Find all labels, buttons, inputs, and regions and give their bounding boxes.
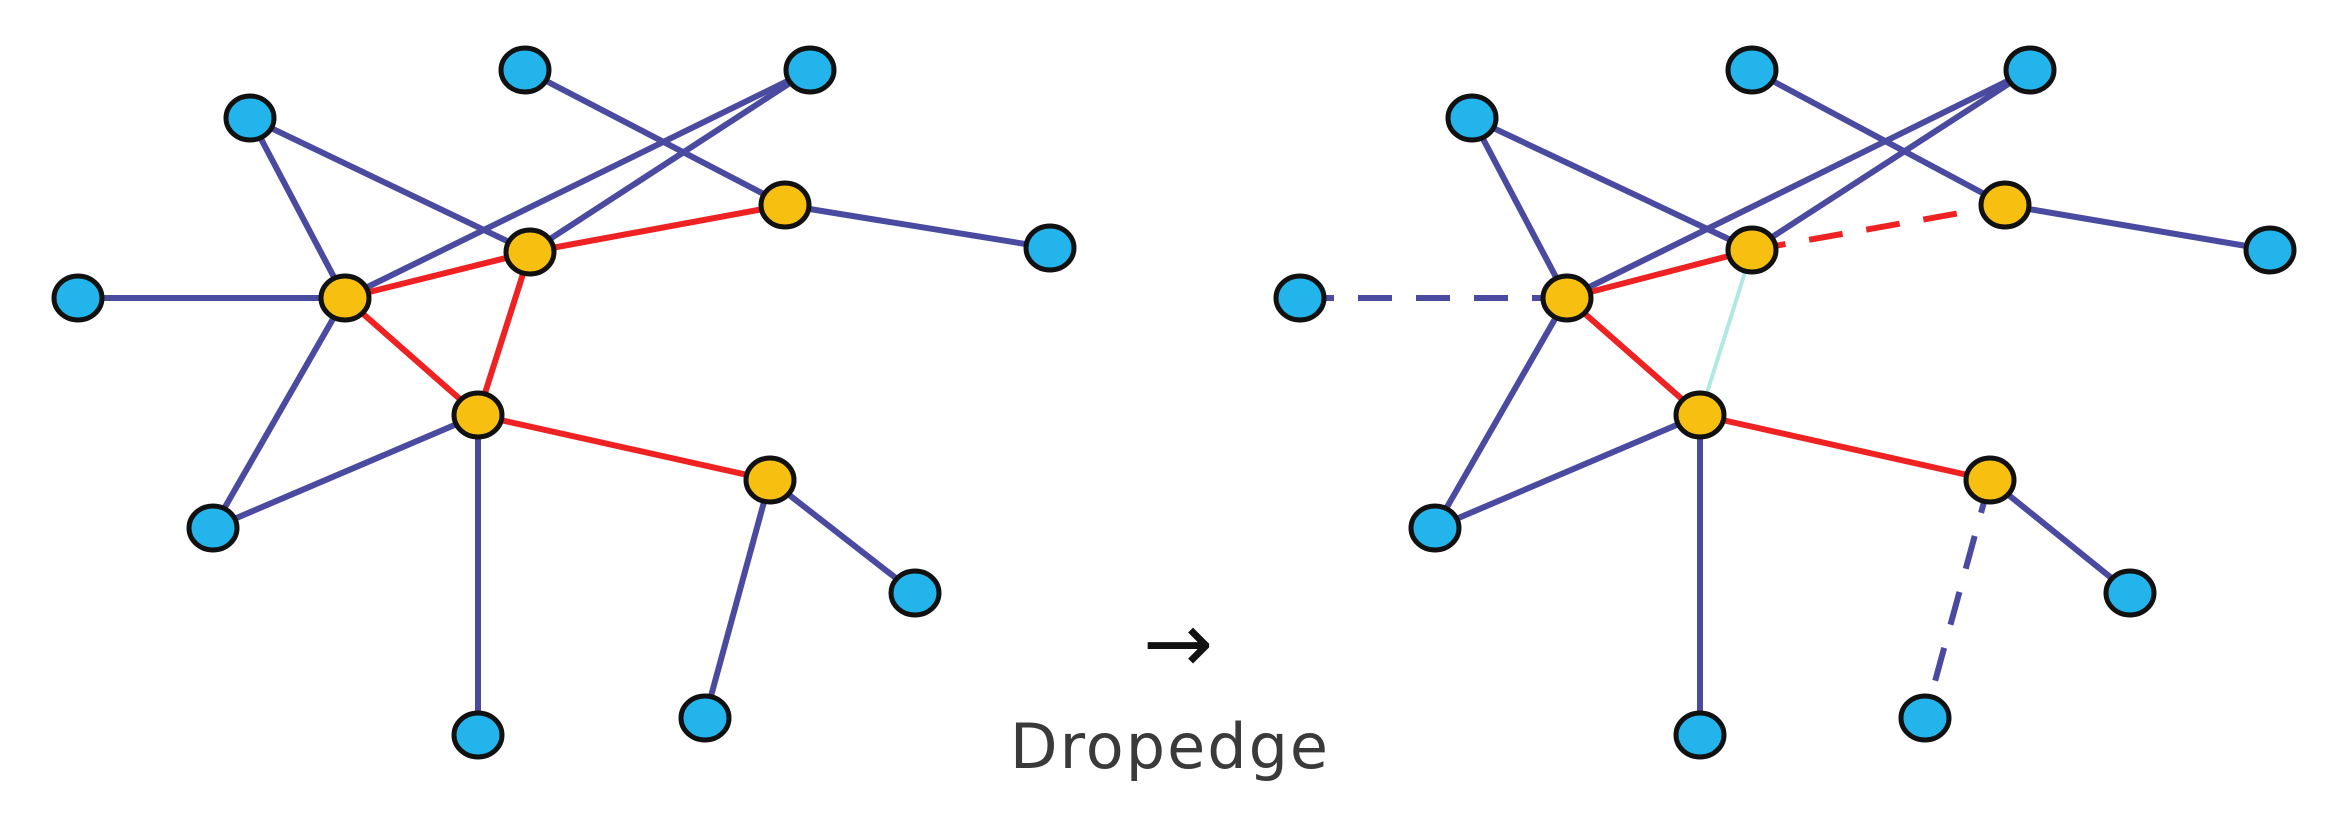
original-node-C-leaf <box>783 45 837 95</box>
original-node-G-core <box>758 180 812 230</box>
original-node-H-leaf <box>1023 223 1077 273</box>
dropedge-node-K-core <box>1963 455 2017 505</box>
dropedge-edge-E-J <box>1432 296 1570 530</box>
dropedge-node-D-leaf <box>1273 273 1327 323</box>
original-edge-C-E <box>343 67 812 301</box>
original-edge-E-J <box>210 296 348 530</box>
dropedge-edge-E-F <box>1566 247 1753 301</box>
dropedge-graph <box>1273 45 2297 760</box>
original-node-I-core <box>451 390 505 440</box>
original-edge-F-I <box>475 251 533 416</box>
dropedge-edge-I-J <box>1433 412 1702 531</box>
original-node-E-core <box>318 273 372 323</box>
original-edge-F-G <box>529 202 786 255</box>
original-edge-I-K <box>477 412 771 483</box>
original-edge-C-F <box>528 67 812 255</box>
original-edge-K-L <box>768 477 917 596</box>
original-edge-K-M <box>702 479 773 719</box>
dropedge-node-F-core <box>1725 225 1779 275</box>
original-edge-I-J <box>211 412 480 531</box>
dropedge-node-C-leaf <box>2003 45 2057 95</box>
original-graph <box>51 45 1077 760</box>
dropedge-node-L-leaf <box>2103 568 2157 618</box>
dropedge-edge-C-F <box>1750 67 2032 253</box>
original-edge-A-E <box>247 116 348 300</box>
original-node-J-leaf <box>186 503 240 553</box>
dropedge-node-J-leaf <box>1408 503 1462 553</box>
original-node-K-core <box>743 455 797 505</box>
original-graph-nodes <box>51 45 1077 760</box>
dropedge-edge-A-E <box>1469 116 1570 300</box>
original-node-F-core <box>503 227 557 277</box>
dropedge-node-H-leaf <box>2243 225 2297 275</box>
dropedge-graph-edges <box>1300 67 2271 735</box>
original-node-B-leaf <box>498 45 552 95</box>
original-node-L-leaf <box>888 568 942 618</box>
dropedge-edge-B-G <box>1750 67 2007 208</box>
right-arrow-icon: → <box>1142 594 1214 692</box>
operation-label: Dropedge <box>1009 710 1331 783</box>
dropedge-edge-E-I <box>1565 295 1702 418</box>
dropedge-edge-K-L <box>1988 477 2132 596</box>
original-node-M-leaf <box>678 693 732 743</box>
original-edge-E-F <box>344 249 531 301</box>
dropedge-node-B-leaf <box>1725 45 1779 95</box>
dropedge-graph-nodes <box>1273 45 2297 760</box>
original-node-A-leaf <box>223 93 277 143</box>
original-edge-A-F <box>248 115 532 255</box>
dropedge-node-I-core <box>1673 390 1727 440</box>
dropedge-edge-F-I <box>1698 249 1754 416</box>
original-node-N-leaf <box>451 710 505 760</box>
original-node-D-leaf <box>51 273 105 323</box>
dropedge-node-M-leaf <box>1898 693 1952 743</box>
dropedge-node-N-leaf <box>1673 710 1727 760</box>
dropedge-edge-I-K <box>1699 412 1991 483</box>
original-edge-G-H <box>784 202 1051 251</box>
dropedge-edge-K-M-dropped <box>1922 479 1993 719</box>
dropedge-edge-F-G-dropped <box>1751 202 2006 253</box>
original-graph-edges <box>78 67 1051 735</box>
dropedge-edge-G-H <box>2004 202 2271 253</box>
dropedge-node-E-core <box>1540 273 1594 323</box>
original-edge-B-G <box>523 67 787 208</box>
dropedge-node-G-core <box>1978 180 2032 230</box>
dropedge-node-A-leaf <box>1445 93 1499 143</box>
original-edge-E-I <box>343 295 480 418</box>
dropedge-edge-C-E <box>1565 67 2032 301</box>
